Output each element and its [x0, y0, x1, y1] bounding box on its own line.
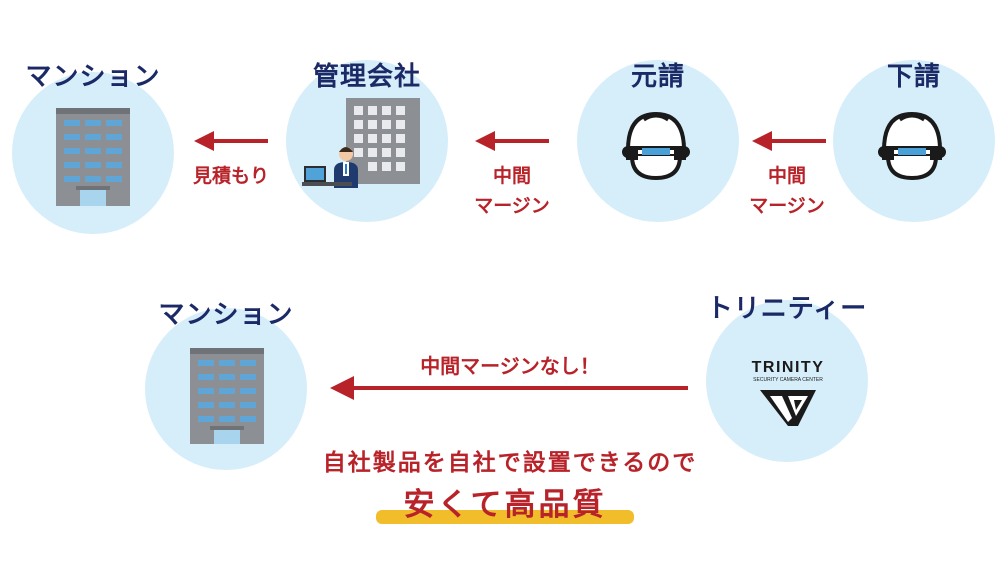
- title-mansion-bottom: マンション: [158, 300, 294, 330]
- arrow-left-icon: [330, 376, 688, 400]
- label-margin-1: 中間 マージン: [462, 161, 562, 221]
- trinity-logo-subtext: SECURITY CAMERA CENTER: [753, 377, 823, 383]
- arrow-left-icon: [194, 131, 268, 151]
- helmet-icon: [622, 112, 690, 180]
- arrow-left-icon: [752, 131, 826, 151]
- title-sub: 下請: [886, 62, 941, 92]
- trinity-logo-icon: TRINITY SECURITY CAMERA CENTER: [752, 359, 825, 426]
- label-margin-2-line1: 中間: [767, 165, 806, 187]
- label-margin-2-line2: マージン: [749, 195, 825, 217]
- circle-trinity: [706, 300, 868, 462]
- title-trinity: トリニティー: [706, 294, 868, 324]
- title-prime: 元請: [630, 62, 685, 92]
- building-icon: [56, 108, 130, 206]
- label-margin-2: 中間 マージン: [737, 161, 837, 221]
- office-worker-icon: [302, 98, 420, 188]
- arrow-left-icon: [475, 131, 549, 151]
- trinity-logo-word: TRINITY: [752, 359, 825, 376]
- label-margin-1-line2: マージン: [474, 195, 550, 217]
- title-mgmt: 管理会社: [312, 62, 421, 92]
- label-no-margin: 中間マージンなし！: [420, 354, 600, 378]
- label-margin-1-line1: 中間: [492, 165, 531, 187]
- label-estimate: 見積もり: [192, 165, 269, 187]
- building-icon: [190, 348, 264, 444]
- title-mansion-top: マンション: [25, 62, 161, 92]
- tagline-line2: 安くて高品質: [403, 487, 607, 523]
- tagline-line1: 自社製品を自社で設置できるので: [322, 450, 698, 476]
- tagline-underline: [376, 510, 634, 524]
- helmet-icon: [878, 112, 946, 180]
